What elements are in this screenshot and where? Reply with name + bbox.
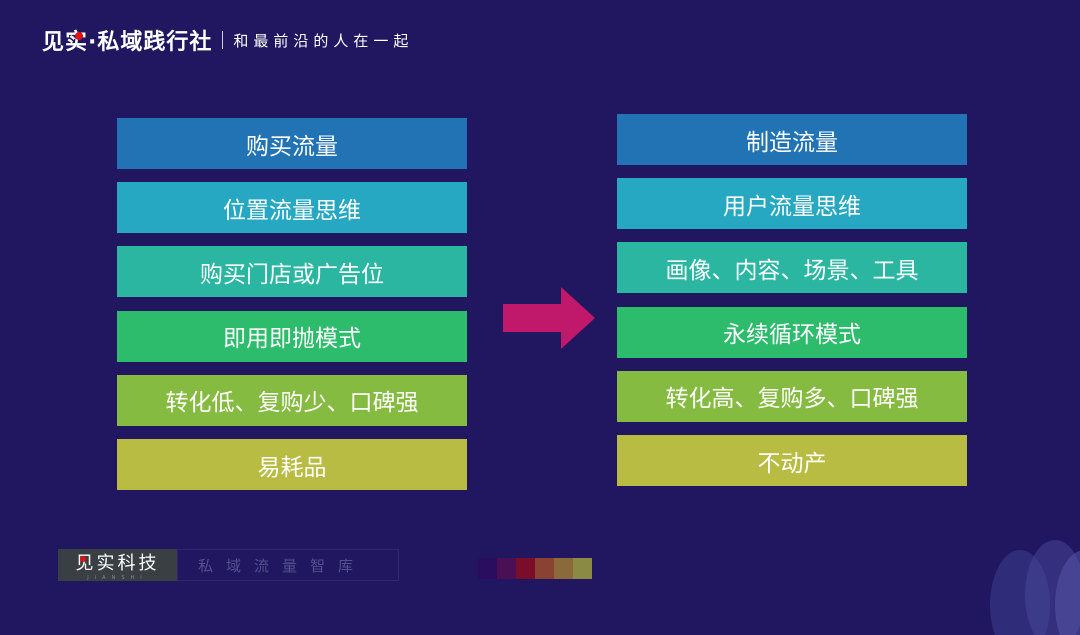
left-item: 购买门店或广告位 [117,246,467,298]
left-item: 购买流量 [117,118,467,169]
footer-subtitle: 私域流量智库 [177,549,399,581]
swatch [554,558,573,579]
swatch [573,558,592,579]
footer-logo-text: 见实科技 [75,553,160,574]
right-item: 永续循环模式 [617,306,967,358]
right-item: 用户流量思维 [617,178,967,230]
swatch [478,558,497,579]
right-item: 转化高、复购多、口碑强 [617,370,967,422]
color-swatches [478,558,592,579]
left-item: 转化低、复购少、口碑强 [117,374,467,426]
arrow-right-icon [503,287,595,349]
divider [222,31,224,49]
right-item: 画像、内容、场景、工具 [617,242,967,294]
right-item: 不动产 [617,435,967,486]
right-item: 制造流量 [617,114,967,165]
swatch [497,558,516,579]
brand-text: 见实·私域践行社 [42,30,213,55]
swatch [516,558,535,579]
swatch [535,558,554,579]
header: 见实·私域践行社 和最前沿的人在一起 [42,24,413,56]
left-item: 位置流量思维 [117,182,467,234]
slogan: 和最前沿的人在一起 [233,31,414,50]
brand-logo: 见实·私域践行社 [42,24,212,56]
left-item: 易耗品 [117,439,467,490]
left-item: 即用即抛模式 [117,310,467,362]
decorative-petals [990,540,1080,635]
footer-logo-sub: JIANSHI [87,575,148,581]
